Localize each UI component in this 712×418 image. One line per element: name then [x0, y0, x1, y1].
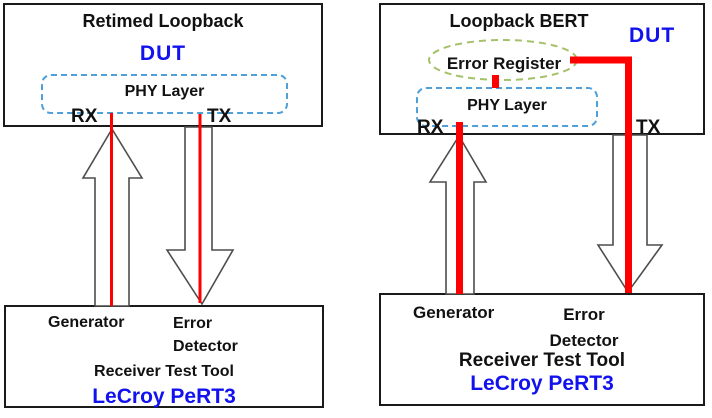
left-tx-label: TX — [207, 106, 232, 127]
right-up-arrow — [428, 134, 488, 295]
left-dut-title: Retimed Loopback — [82, 11, 244, 31]
left-phy-layer-box — [41, 74, 288, 114]
error-register-label: Error Register — [446, 54, 562, 73]
left-rx-label: RX — [71, 106, 98, 127]
left-receiver-test-tool-label: Receiver Test Tool — [94, 363, 234, 380]
right-error-detector-label: Error Detector — [549, 305, 619, 350]
left-down-arrow — [165, 126, 235, 306]
right-dut-title: Loopback BERT — [449, 11, 589, 31]
right-rx-label: RX — [417, 117, 444, 138]
right-receiver-test-tool-label: Receiver Test Tool — [458, 350, 626, 371]
right-tester-box — [379, 293, 705, 406]
left-tester-box — [4, 305, 324, 408]
left-lecroy-pert3-label: LeCroy PeRT3 — [92, 385, 236, 408]
left-generator-label: Generator — [48, 314, 125, 331]
left-dut-box — [3, 3, 323, 127]
right-lecroy-pert3-label: LeCroy PeRT3 — [470, 372, 614, 395]
left-phy-layer-label: PHY Layer — [124, 83, 205, 100]
right-generator-label: Generator — [413, 303, 495, 322]
left-up-arrow — [81, 127, 144, 307]
right-down-arrow — [596, 134, 664, 294]
right-phy-layer-label: PHY Layer — [467, 97, 547, 114]
left-error-detector-label: Error Detector — [173, 315, 238, 356]
right-tx-label: TX — [636, 117, 661, 138]
left-dut-label: DUT — [139, 42, 187, 65]
right-dut-label: DUT — [629, 24, 676, 47]
